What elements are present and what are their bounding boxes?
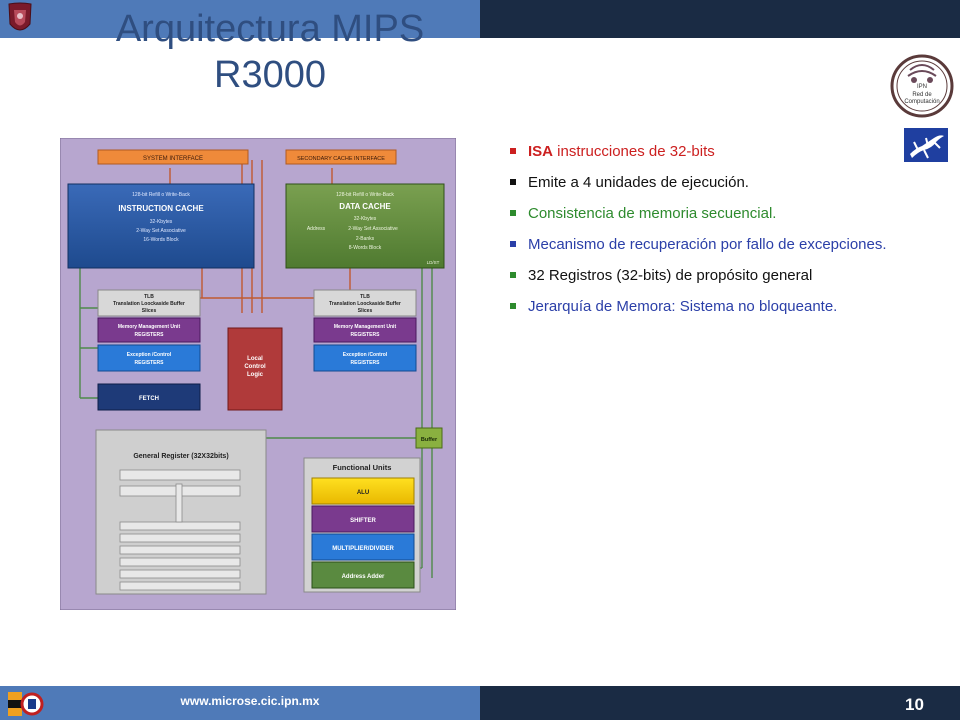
functional-units-label: Functional Units <box>333 463 392 472</box>
bullet-mecanismo: Mecanismo de recuperación por fallo de e… <box>510 235 918 254</box>
muldiv-label: MULTIPLIER/DIVIDER <box>332 546 394 552</box>
mmu-right-l2: REGISTERS <box>351 332 381 338</box>
shifter-label: SHIFTER <box>350 518 376 524</box>
mmu-left-l1: Memory Management Unit <box>118 324 181 330</box>
tlb-right-l3: Slices <box>358 308 373 314</box>
exception-right-block <box>313 344 417 372</box>
bottom-right-bar <box>480 686 960 720</box>
red-computacion-logo: IPN Red de Computación <box>890 54 954 118</box>
icache-block-size: 16-Words Block <box>143 237 179 243</box>
bullet-emite: Emite a 4 unidades de ejecución. <box>510 173 918 192</box>
dcache-block-size: 8-Words Block <box>349 245 382 251</box>
system-interface-label: SYSTEM INTERFACE <box>143 156 203 162</box>
bullet-consistencia: Consistencia de memoria secuencial. <box>510 204 918 223</box>
exc-left-l1: Exception /Control <box>127 352 172 358</box>
address-adder-block <box>311 561 415 589</box>
top-right-bar <box>480 0 960 38</box>
tlb-right-block <box>313 289 417 317</box>
bullet-list: ISA instrucciones de 32-bits Emite a 4 u… <box>510 142 918 328</box>
icache-assoc: 2-Way Set Associative <box>136 228 186 234</box>
svg-text:Red de: Red de <box>912 92 932 98</box>
bottom-left-bar <box>0 686 480 720</box>
dcache-banks: 2-Banks <box>356 236 375 242</box>
mmu-right-l1: Memory Management Unit <box>334 324 397 330</box>
secondary-cache-interface-label: SECONDARY CACHE INTERFACE <box>297 156 385 162</box>
data-cache-block <box>285 183 445 269</box>
dcache-refill: 128-bit Refill o Write-Back <box>336 192 394 198</box>
instruction-cache-block <box>67 183 255 269</box>
fetch-label: FETCH <box>139 396 159 402</box>
address-adder-label: Address Adder <box>342 574 385 580</box>
exc-left-l2: REGISTERS <box>135 360 165 366</box>
svg-text:Computación: Computación <box>904 99 939 105</box>
title-line1: Arquitectura MIPS <box>115 8 425 50</box>
fetch-block <box>97 383 201 411</box>
buffer-label: Buffer <box>421 437 438 443</box>
exc-right-l1: Exception /Control <box>343 352 388 358</box>
red-top-label: IPN <box>917 84 927 90</box>
local-control-l1: Local <box>247 356 263 362</box>
mips-architecture-diagram: SYSTEM INTERFACE SECONDARY CACHE INTERFA… <box>60 138 456 610</box>
local-control-l3: Logic <box>247 372 264 378</box>
mmu-left-l2: REGISTERS <box>135 332 165 338</box>
page-title: Arquitectura MIPS R3000 <box>60 6 480 98</box>
secondary-cache-interface-block <box>285 149 397 165</box>
bullet-isa-rest: instrucciones de 32-bits <box>553 143 715 160</box>
alu-label: ALU <box>357 490 369 496</box>
system-interface-block <box>97 149 249 165</box>
icache-size: 32-Kbytes <box>150 219 173 225</box>
icache-refill: 128-bit Refill o Write-Back <box>132 192 190 198</box>
exc-right-l2: REGISTERS <box>351 360 381 366</box>
icache-title: INSTRUCTION CACHE <box>118 204 204 213</box>
local-control-logic-block <box>227 327 283 411</box>
dcache-address: Address <box>307 226 326 232</box>
tlb-right-l1: TLB <box>360 294 370 300</box>
bullet-jerarquia: Jerarquía de Memora: Sistema no bloquean… <box>510 297 918 316</box>
shifter-block <box>311 505 415 533</box>
tlb-left-l3: Slices <box>142 308 157 314</box>
top-left-bar <box>0 0 480 38</box>
footer-url[interactable]: www.microse.cic.ipn.mx <box>180 694 320 708</box>
bullet-isa-bold: ISA <box>528 143 554 160</box>
dcache-ldst: LD/ST <box>427 260 440 265</box>
bullet-isa: ISA instrucciones de 32-bits <box>510 142 918 161</box>
tlb-left-l2: Translation Loockaside Buffer <box>113 301 185 307</box>
buffer-block <box>415 427 443 449</box>
mmu-left-block <box>97 317 201 343</box>
exception-left-block <box>97 344 201 372</box>
ipn-logo <box>8 2 32 31</box>
tlb-left-block <box>97 289 201 317</box>
alu-block <box>311 477 415 505</box>
bullet-registros: 32 Registros (32-bits) de propósito gene… <box>510 266 918 285</box>
cic-logo <box>8 692 44 716</box>
dcache-size: 32-Kbytes <box>354 216 377 222</box>
tlb-right-l2: Translation Loockaside Buffer <box>329 301 401 307</box>
title-line2: R3000 <box>214 54 326 96</box>
mmu-right-block <box>313 317 417 343</box>
register-stem <box>175 483 183 523</box>
local-control-l2: Control <box>244 364 266 370</box>
page-number: 10 <box>905 695 924 714</box>
general-register-label: General Register (32X32bits) <box>133 453 228 460</box>
multiplier-divider-block <box>311 533 415 561</box>
salamander-icon <box>904 128 948 162</box>
dcache-title: DATA CACHE <box>339 202 391 211</box>
tlb-left-l1: TLB <box>144 294 154 300</box>
dcache-assoc: 2-Way Set Associative <box>348 226 398 232</box>
